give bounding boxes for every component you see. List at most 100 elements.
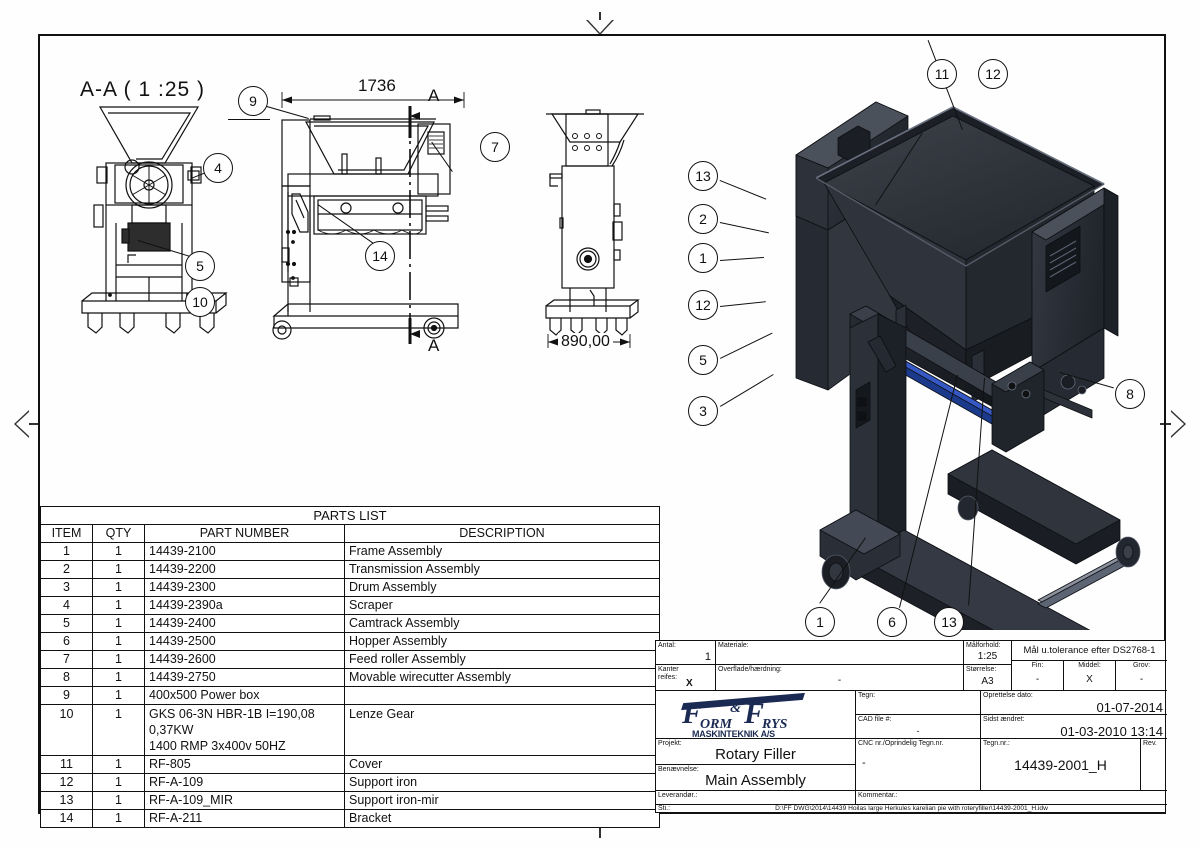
cell-part-number: 14439-2750: [144, 668, 345, 687]
balloon-3[interactable]: 3: [688, 396, 718, 426]
cell-part-number: 14439-2500: [144, 632, 345, 651]
balloon-5[interactable]: 5: [185, 251, 215, 281]
balloon-7[interactable]: 7: [480, 132, 510, 162]
malforhold-value: 1:25: [977, 651, 998, 662]
cell-part-number: RF-A-109_MIR: [144, 791, 345, 810]
cad-file-label: CAD file #:: [858, 716, 892, 723]
balloon-6[interactable]: 6: [877, 607, 907, 637]
cell-part-number: 14439-2300: [144, 578, 345, 597]
kommentar-label: Kommentar.:: [858, 792, 898, 799]
cell-qty: 1: [92, 704, 145, 756]
cell-qty: 1: [92, 542, 145, 561]
cell-part-number: RF-805: [144, 755, 345, 774]
tegn-nr-label: Tegn.nr.:: [983, 740, 1010, 747]
balloon-10[interactable]: 10: [185, 287, 215, 317]
cell-qty: 1: [92, 614, 145, 633]
field-middel: Middel: X: [1064, 661, 1116, 691]
cell-part-number: RF-A-211: [144, 809, 345, 828]
grov-value: -: [1139, 674, 1144, 685]
cell-qty: 1: [92, 686, 145, 705]
field-overflade: Overflade/hærdning: -: [716, 665, 964, 691]
cell-qty: 1: [92, 791, 145, 810]
balloon-13a[interactable]: 13: [688, 161, 718, 191]
column-header-item: ITEM: [40, 524, 93, 543]
field-kommentar: Kommentar.:: [856, 791, 1167, 805]
balloon-14[interactable]: 14: [365, 241, 395, 271]
balloon-11[interactable]: 11: [927, 59, 957, 89]
cell-item: 6: [40, 632, 93, 651]
projekt-label: Projekt:: [658, 740, 682, 747]
form-frys-logo: F ORM & F RYS MASKINTEKNIK A/S: [668, 692, 818, 739]
cell-part-number: GKS 06-3N HBR-1B I=190,08 0,37KW 1400 RM…: [144, 704, 345, 756]
antal-value: 1: [704, 651, 711, 663]
cell-description: Support iron-mir: [344, 791, 660, 810]
parts-list-title: PARTS LIST: [40, 506, 660, 525]
field-antal: Antal: 1: [656, 641, 716, 665]
column-header-description: DESCRIPTION: [344, 524, 660, 543]
cell-description: Drum Assembly: [344, 578, 660, 597]
field-benaevnelse: Benævnelse: Main Assembly: [656, 765, 856, 791]
balloon-5b[interactable]: 5: [688, 345, 718, 375]
overflade-value: -: [837, 675, 842, 686]
cell-description: Hopper Assembly: [344, 632, 660, 651]
balloon-12b[interactable]: 12: [688, 290, 718, 320]
balloon-1b[interactable]: 1: [805, 607, 835, 637]
field-materiale: Materiale:: [716, 641, 964, 665]
balloon-12a[interactable]: 12: [978, 59, 1008, 89]
field-sti: Sti.: D:\FF DWG\2014\14439 Hoilas large …: [656, 805, 1167, 814]
field-cnc-nr: CNC nr./Oprindelig Tegn.nr. -: [856, 739, 981, 791]
cnc-nr-label: CNC nr./Oprindelig Tegn.nr.: [858, 740, 944, 747]
field-sidst-aendret: Sidst ændret: 01-03-2010 13:14: [981, 715, 1167, 739]
cell-item: 3: [40, 578, 93, 597]
middel-value: X: [1086, 674, 1093, 685]
sidst-aendret-label: Sidst ændret:: [983, 716, 1025, 723]
field-fin: Fin: -: [1012, 661, 1064, 691]
centering-mark-left: [14, 410, 40, 438]
benaevnelse-value: Main Assembly: [705, 772, 806, 789]
balloon-4[interactable]: 4: [203, 153, 233, 183]
cell-description: Feed roller Assembly: [344, 650, 660, 669]
cell-description: Scraper: [344, 596, 660, 615]
logo-subtitle: MASKINTEKNIK A/S: [692, 729, 775, 739]
cell-qty: 1: [92, 578, 145, 597]
storrelse-value: A3: [981, 676, 994, 687]
sti-label: Sti.:: [658, 805, 671, 812]
oprettelse-dato-value: 01-07-2014: [1096, 700, 1164, 715]
malforhold-label: Målforhold:: [966, 642, 1001, 649]
leader-line: [228, 119, 270, 120]
cell-item: 13: [40, 791, 93, 810]
antal-label: Antal:: [658, 642, 676, 649]
grov-label: Grov:: [1132, 662, 1151, 669]
overflade-label: Overflade/hærdning:: [718, 666, 782, 673]
dimension-1736: 1736: [358, 76, 396, 95]
cell-part-number: 14439-2390a: [144, 596, 345, 615]
balloon-8[interactable]: 8: [1115, 379, 1145, 409]
title-block: Antal: 1 Materiale: Målforhold: 1:25 Mål…: [655, 640, 1167, 814]
middel-label: Middel:: [1078, 662, 1101, 669]
balloon-9[interactable]: 9: [238, 86, 268, 116]
cell-qty: 1: [92, 668, 145, 687]
isometric-view: [795, 101, 1141, 630]
tolerance-note-cell: Mål u.tolerance efter DS2768-1: [1012, 641, 1167, 661]
balloon-2[interactable]: 2: [688, 204, 718, 234]
field-malforhold: Målforhold: 1:25: [964, 641, 1012, 665]
cell-item: 9: [40, 686, 93, 705]
cell-part-number: 14439-2600: [144, 650, 345, 669]
cell-item: 8: [40, 668, 93, 687]
section-view-aa: [81, 106, 228, 334]
cell-description: Transmission Assembly: [344, 560, 660, 579]
cell-part-number: 14439-2100: [144, 542, 345, 561]
cell-qty: 1: [92, 632, 145, 651]
balloon-1a[interactable]: 1: [688, 243, 718, 273]
cell-item: 14: [40, 809, 93, 828]
balloon-13b[interactable]: 13: [934, 607, 964, 637]
